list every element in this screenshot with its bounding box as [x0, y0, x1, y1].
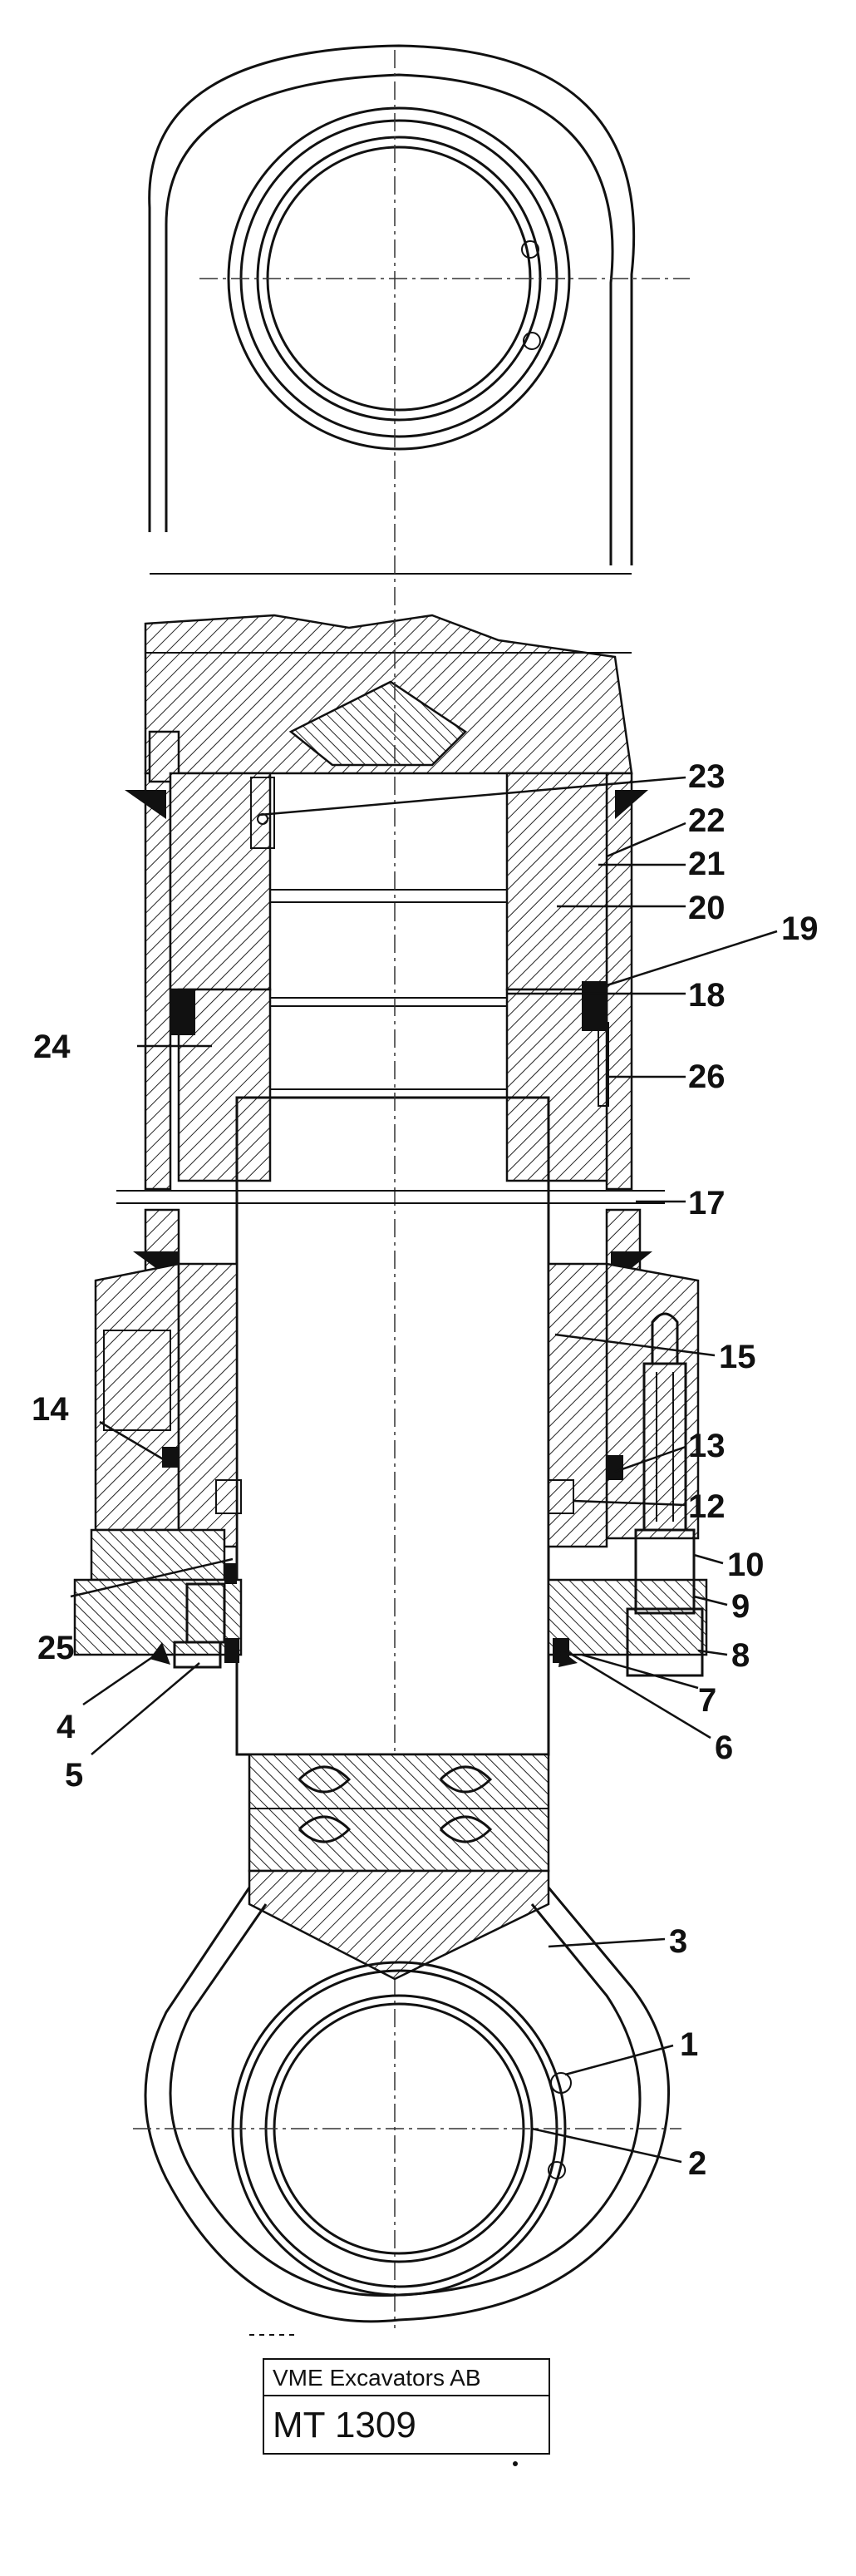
drawing-code: MT 1309: [273, 2405, 416, 2445]
callout-15: 15: [719, 1339, 756, 1375]
bottom-eye: [133, 1887, 681, 2323]
callout-4: 4: [57, 1709, 76, 1745]
callout-8: 8: [731, 1637, 750, 1674]
callout-18: 18: [688, 977, 726, 1014]
callout-labels: 23 22 21 20 19 18 24 26 17 15 14 13 12 1…: [32, 758, 819, 2182]
callout-2: 2: [688, 2145, 706, 2182]
cylinder-head: [73, 1208, 708, 1669]
leader-lines: [70, 776, 778, 2164]
callout-3: 3: [669, 1923, 687, 1960]
callout-24: 24: [33, 1029, 71, 1065]
callout-1: 1: [680, 2026, 698, 2063]
title-block: VME Excavators AB MT 1309: [263, 2358, 550, 2455]
callout-23: 23: [688, 758, 726, 795]
callout-5: 5: [65, 1757, 83, 1794]
piston-rod: [116, 50, 665, 2328]
callout-21: 21: [688, 846, 726, 882]
callout-20: 20: [688, 890, 726, 926]
callout-26: 26: [688, 1059, 726, 1095]
callout-10: 10: [727, 1547, 765, 1583]
callout-17: 17: [688, 1185, 726, 1221]
callout-12: 12: [688, 1488, 726, 1525]
company-name: VME Excavators AB: [264, 2360, 549, 2396]
callout-19: 19: [781, 910, 819, 947]
callout-6: 6: [715, 1730, 733, 1766]
grease-fitting: [626, 1312, 704, 1677]
callout-14: 14: [32, 1391, 69, 1428]
callout-22: 22: [688, 802, 726, 839]
top-eye: [148, 44, 690, 575]
piston-assembly: [169, 772, 609, 1182]
callout-25: 25: [37, 1630, 75, 1666]
rod-end: [248, 1753, 550, 1981]
callout-13: 13: [688, 1428, 726, 1464]
callout-9: 9: [731, 1588, 750, 1625]
callout-7: 7: [698, 1682, 716, 1719]
